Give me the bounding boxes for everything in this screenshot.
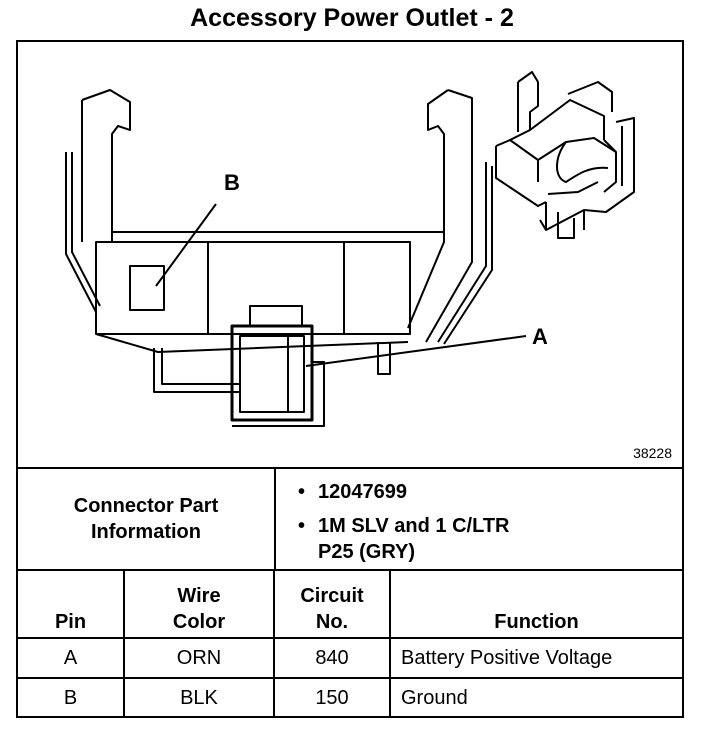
leader-line-b — [155, 203, 217, 287]
pin-table-header: Pin Wire Color Circuit No. Function — [18, 571, 682, 639]
connector-diagram: B A 38228 — [18, 42, 682, 469]
connector-body — [65, 89, 493, 427]
callout-b-label: B — [224, 170, 240, 195]
callout-a-label: A — [532, 324, 548, 349]
bullet: • — [298, 515, 306, 537]
connector-description-line1: 1M SLV and 1 C/LTR — [318, 515, 510, 537]
cell-pin: A — [18, 637, 125, 679]
terminal-isometric-view — [495, 71, 635, 239]
table-row: B BLK 150 Ground — [18, 677, 682, 717]
header-wire-color: Wire Color — [123, 571, 275, 639]
connector-info-label: Connector Part Information — [18, 469, 276, 569]
connector-part-number-text: 12047699 — [318, 481, 407, 503]
figure-id: 38228 — [633, 445, 672, 461]
connector-sheet: B A 38228 Connector Part Information • 1… — [16, 40, 684, 718]
header-circuit-no: Circuit No. — [273, 571, 391, 639]
cell-function: Ground — [389, 677, 682, 717]
header-pin: Pin — [18, 571, 125, 639]
connector-part-information: Connector Part Information • 12047699 • … — [18, 469, 682, 571]
connector-description: • 1M SLV and 1 C/LTR P25 (GRY) — [298, 513, 510, 565]
connector-info-label-line2: Information — [91, 521, 201, 543]
header-function: Function — [389, 571, 682, 639]
connector-part-number: • 12047699 — [298, 479, 407, 505]
bullet: • — [298, 481, 306, 503]
table-row: A ORN 840 Battery Positive Voltage — [18, 637, 682, 679]
connector-description-line2: P25 (GRY) — [318, 541, 416, 563]
cell-function: Battery Positive Voltage — [389, 637, 682, 679]
cell-circuit: 840 — [273, 637, 391, 679]
connector-drawing — [65, 71, 635, 427]
cell-wire-color: BLK — [123, 677, 275, 717]
connector-info-label-line1: Connector Part — [73, 495, 219, 517]
pin-table: Pin Wire Color Circuit No. Function A OR… — [18, 571, 682, 717]
leader-line-a — [305, 335, 527, 367]
connector-info-values: • 12047699 • 1M SLV and 1 C/LTR P25 (GRY… — [276, 469, 682, 569]
cell-wire-color: ORN — [123, 637, 275, 679]
cell-circuit: 150 — [273, 677, 391, 717]
page-title: Accessory Power Outlet - 2 — [190, 4, 514, 32]
cell-pin: B — [18, 677, 125, 717]
